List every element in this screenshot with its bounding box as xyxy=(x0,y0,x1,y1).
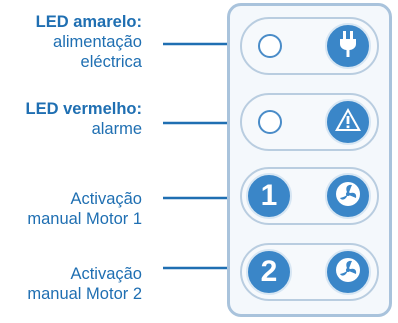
label-led-yellow: LED amarelo: alimentação eléctrica xyxy=(36,12,142,72)
label-motor-2-line-2: manual Motor 2 xyxy=(27,285,142,303)
power-plug-icon xyxy=(336,30,360,62)
label-led-red-line-1: alarme xyxy=(91,120,142,138)
motor-2-number: 2 xyxy=(260,255,278,288)
row-alarm xyxy=(240,93,379,151)
control-panel: 1 2 xyxy=(227,3,392,317)
motor-1-number: 1 xyxy=(260,179,278,212)
row-motor-1: 1 xyxy=(240,167,379,225)
label-led-red: LED vermelho: alarme xyxy=(26,99,142,139)
motor-2-fan-indicator xyxy=(325,249,371,295)
label-motor-1: Activação manual Motor 1 xyxy=(27,189,142,229)
label-led-yellow-line-2: eléctrica xyxy=(80,53,142,71)
warning-triangle-icon xyxy=(334,107,362,138)
label-motor-1-line-1: Activação xyxy=(70,190,142,208)
led-red xyxy=(258,110,282,134)
label-led-yellow-title: LED amarelo: xyxy=(35,13,142,31)
motor-1-fan-indicator xyxy=(325,173,371,219)
label-led-yellow-line-1: alimentação xyxy=(53,33,142,51)
row-power xyxy=(240,17,379,75)
power-indicator xyxy=(325,23,371,69)
motor-1-button[interactable]: 1 xyxy=(246,173,292,219)
row-motor-2: 2 xyxy=(240,243,379,301)
label-motor-2-line-1: Activação xyxy=(70,265,142,283)
led-yellow xyxy=(258,34,282,58)
alarm-indicator xyxy=(325,99,371,145)
label-led-red-title: LED vermelho: xyxy=(25,100,142,118)
fan-icon xyxy=(334,256,362,289)
motor-2-button[interactable]: 2 xyxy=(246,249,292,295)
label-motor-1-line-2: manual Motor 1 xyxy=(27,210,142,228)
fan-icon xyxy=(334,180,362,213)
label-motor-2: Activação manual Motor 2 xyxy=(27,264,142,304)
